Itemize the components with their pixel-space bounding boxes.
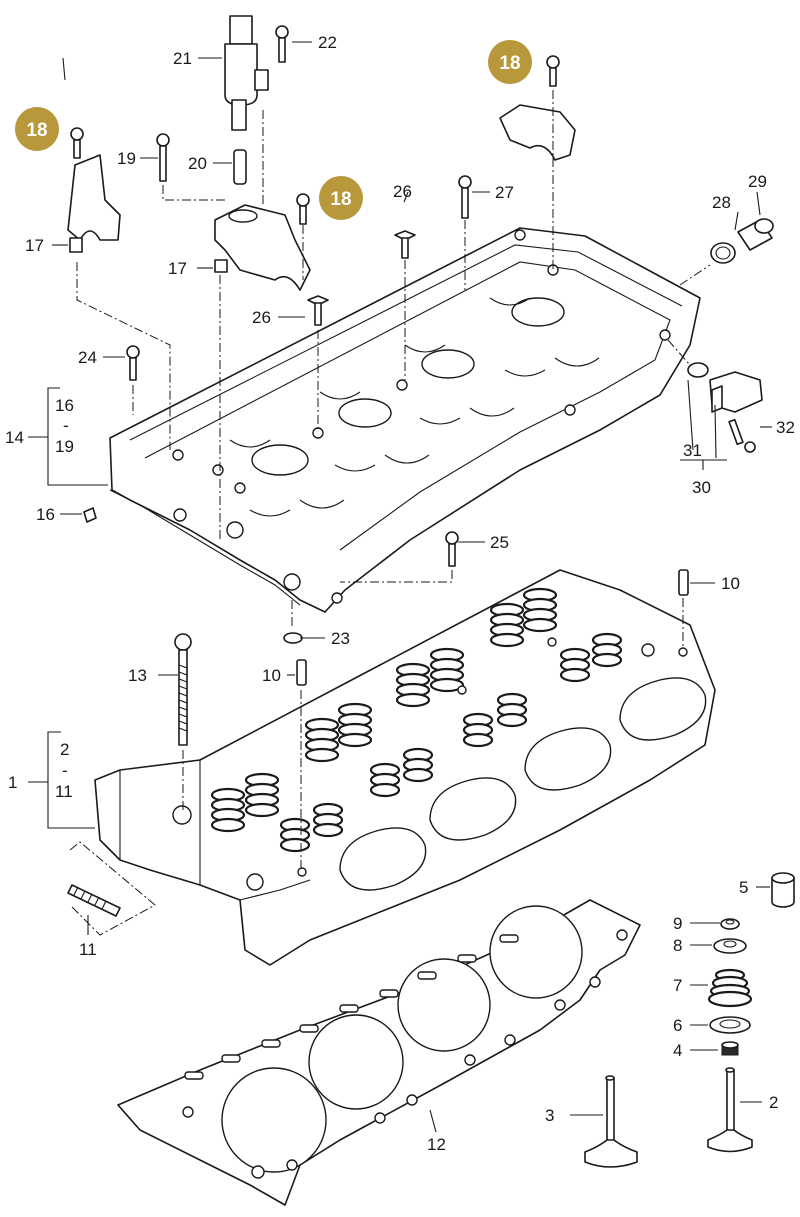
part-18-bolt-a	[70, 127, 84, 159]
part-21-solenoid-valve	[224, 15, 269, 131]
callout-20[interactable]: 20	[188, 154, 207, 173]
part-13-head-bolt	[174, 633, 192, 746]
svg-text:18: 18	[330, 189, 351, 210]
part-23-o-ring	[283, 632, 303, 644]
callout-28[interactable]: 28	[712, 193, 731, 212]
part-6-spring-seat	[709, 1016, 751, 1034]
range-dash-a: -	[63, 416, 69, 435]
callout-8[interactable]: 8	[673, 936, 682, 955]
callout-26-b[interactable]: 26	[252, 308, 271, 327]
callout-16-b[interactable]: 16	[36, 505, 55, 524]
highlight-badges: 18 18 18	[15, 40, 532, 220]
part-26-bolt-b	[307, 295, 329, 326]
part-29-screw-plug	[737, 218, 774, 251]
callout-31[interactable]: 31	[683, 441, 702, 460]
part-2-exhaust-valve	[707, 1067, 753, 1153]
head-bolt-holes	[172, 637, 688, 891]
leader-lines	[28, 41, 772, 1133]
callout-27[interactable]: 27	[495, 183, 514, 202]
part-20-filter	[233, 149, 247, 185]
callout-26-a[interactable]: 26	[393, 182, 412, 201]
badge-18-c[interactable]: 18	[488, 40, 532, 84]
callout-17-a[interactable]: 17	[25, 236, 44, 255]
part-25-bolt	[445, 531, 459, 567]
part-19-bolt	[156, 133, 170, 182]
callout-14[interactable]: 14	[5, 428, 24, 447]
callout-2[interactable]: 2	[769, 1093, 778, 1112]
callout-12[interactable]: 12	[427, 1135, 446, 1154]
part-32-bolt	[728, 418, 756, 453]
callout-23[interactable]: 23	[331, 629, 350, 648]
callout-5[interactable]: 5	[739, 878, 748, 897]
bearing-cap-mid	[214, 204, 311, 291]
callout-29[interactable]: 29	[748, 172, 767, 191]
callout-10-b[interactable]: 10	[262, 666, 281, 685]
loose-parts-upper	[67, 15, 774, 917]
callout-11[interactable]: 11	[79, 940, 97, 959]
bearing-cap-right	[499, 104, 576, 161]
callout-2-range[interactable]: 2	[60, 740, 69, 759]
part-16-plug	[83, 507, 97, 523]
part-26-bolt-a	[394, 230, 416, 259]
part-24-bolt	[126, 345, 140, 381]
callout-10-a[interactable]: 10	[721, 574, 740, 593]
callout-17-b[interactable]: 17	[168, 259, 187, 278]
svg-text:18: 18	[499, 53, 520, 74]
part-7-valve-spring	[707, 968, 753, 1008]
callout-11-range[interactable]: 11	[55, 782, 73, 801]
cylinder-head	[94, 569, 716, 966]
callout-1[interactable]: 1	[8, 773, 17, 792]
svg-text:18: 18	[26, 120, 47, 141]
callout-4[interactable]: 4	[673, 1041, 682, 1060]
callout-3[interactable]: 3	[545, 1106, 554, 1125]
callout-30[interactable]: 30	[692, 478, 711, 497]
part-18-bolt-c	[546, 55, 560, 87]
camshaft-housing	[109, 227, 701, 613]
gasket-slots	[182, 929, 628, 1179]
part-10-dowel-pin-b	[296, 659, 307, 686]
callout-32[interactable]: 32	[776, 418, 795, 437]
bearing-cap-left	[67, 154, 121, 241]
part-18-bolt-b	[296, 193, 310, 225]
part-31-o-ring	[687, 362, 709, 378]
part-30-camshaft-sensor	[709, 371, 763, 413]
callout-22[interactable]: 22	[318, 33, 337, 52]
callout-7[interactable]: 7	[673, 976, 682, 995]
callout-19-range[interactable]: 19	[55, 437, 74, 456]
part-8-spring-retainer	[713, 938, 747, 954]
housing-bosses	[172, 229, 671, 604]
callout-21[interactable]: 21	[173, 49, 192, 68]
head-gasket	[117, 899, 641, 1206]
part-27-bolt	[458, 175, 472, 219]
badge-18-a[interactable]: 18	[15, 107, 59, 151]
valve-springs	[210, 587, 623, 853]
callout-9[interactable]: 9	[673, 914, 682, 933]
callout-labels: 21 22 20 19 17 17 26 27 26 24 14 16 - 19…	[5, 33, 795, 1154]
callout-24[interactable]: 24	[78, 348, 97, 367]
ports	[339, 677, 707, 891]
callout-6[interactable]: 6	[673, 1016, 682, 1035]
callout-25[interactable]: 25	[490, 533, 509, 552]
part-22-bolt	[275, 25, 289, 63]
part-5-bucket-tappet	[771, 877, 795, 908]
callout-19[interactable]: 19	[117, 149, 136, 168]
badge-18-b[interactable]: 18	[319, 176, 363, 220]
part-17-dowel-sleeve-b	[214, 259, 228, 273]
callout-16-range[interactable]: 16	[55, 396, 74, 415]
part-11-stud	[67, 884, 121, 917]
callout-13[interactable]: 13	[128, 666, 147, 685]
part-10-dowel-pin-a	[678, 569, 689, 596]
bearing-saddles	[229, 297, 600, 517]
part-17-dowel-sleeve-a	[69, 237, 83, 253]
part-28-seal-ring	[710, 242, 736, 264]
part-3-intake-valve	[584, 1075, 638, 1168]
valve-parts	[584, 872, 795, 1168]
range-dash-b: -	[62, 761, 68, 780]
